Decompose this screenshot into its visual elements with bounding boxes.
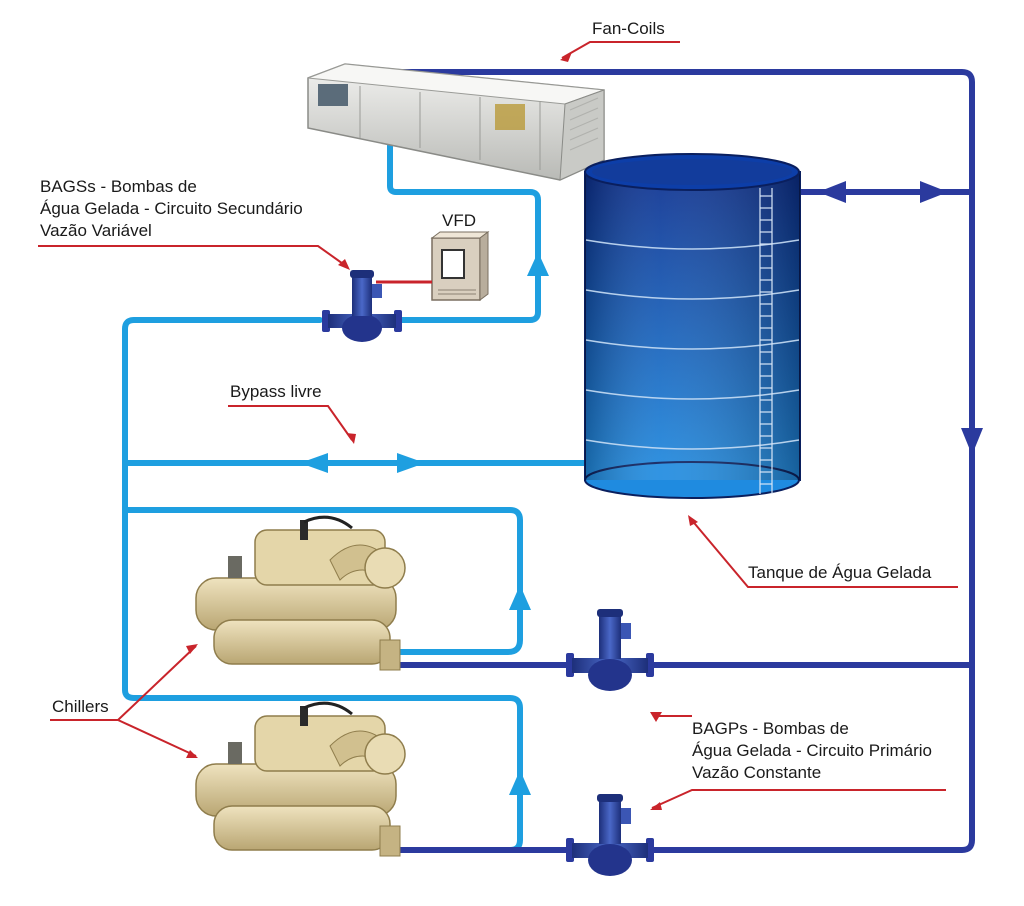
label-bagss-line1: BAGSs - Bombas de	[40, 177, 197, 196]
pointer-tank	[689, 517, 958, 588]
label-chillers: Chillers	[52, 697, 109, 716]
label-bagss-line3: Vazão Variável	[40, 221, 152, 240]
pump-primary-1	[566, 609, 654, 691]
arrow-right-bypass	[397, 453, 425, 473]
secondary-circuit-pipes	[122, 137, 595, 853]
fan-coil-return-pipe	[387, 137, 541, 323]
pointer-chillers-down	[117, 719, 197, 757]
chiller-lower	[195, 701, 406, 857]
pointer-bagss	[38, 245, 347, 267]
label-bagps-line2: Água Gelada - Circuito Primário	[692, 741, 932, 760]
tank-ladder	[759, 188, 773, 494]
arrow-right-tank	[920, 181, 948, 203]
arrow-left-bypass	[300, 453, 328, 473]
label-bagps: BAGPs - Bombas de Água Gelada - Circuito…	[692, 718, 932, 784]
label-bagps-line1: BAGPs - Bombas de	[692, 719, 849, 738]
label-bagps-line3: Vazão Constante	[692, 763, 822, 782]
label-vfd: VFD	[442, 211, 476, 230]
label-tank: Tanque de Água Gelada	[748, 563, 932, 582]
secondary-main-loop	[122, 317, 523, 853]
upper-chiller-loop	[122, 507, 523, 655]
vfd-box	[430, 231, 490, 301]
flow-arrows	[300, 181, 983, 795]
chiller-upper	[195, 515, 406, 671]
pump-primary-2	[566, 794, 654, 876]
arrow-left-tank	[818, 181, 846, 203]
pointer-fan-coils	[561, 41, 680, 59]
label-pointers	[38, 41, 958, 810]
pointer-bagps-down	[651, 789, 946, 809]
label-bagss: BAGSs - Bombas de Água Gelada - Circuito…	[40, 176, 303, 242]
label-bypass: Bypass livre	[230, 382, 322, 401]
chilled-water-tank	[584, 153, 801, 499]
arrow-up-chiller-1	[509, 585, 531, 610]
fan-coil-unit	[307, 63, 605, 181]
pump-secondary	[322, 270, 402, 342]
label-bagss-line2: Água Gelada - Circuito Secundário	[40, 199, 303, 218]
arrow-up-secondary	[527, 252, 549, 276]
arrow-up-chiller-2	[509, 770, 531, 795]
pointer-bypass	[228, 405, 353, 441]
arrow-down-primary	[961, 428, 983, 455]
label-fan-coils: Fan-Coils	[592, 19, 665, 38]
